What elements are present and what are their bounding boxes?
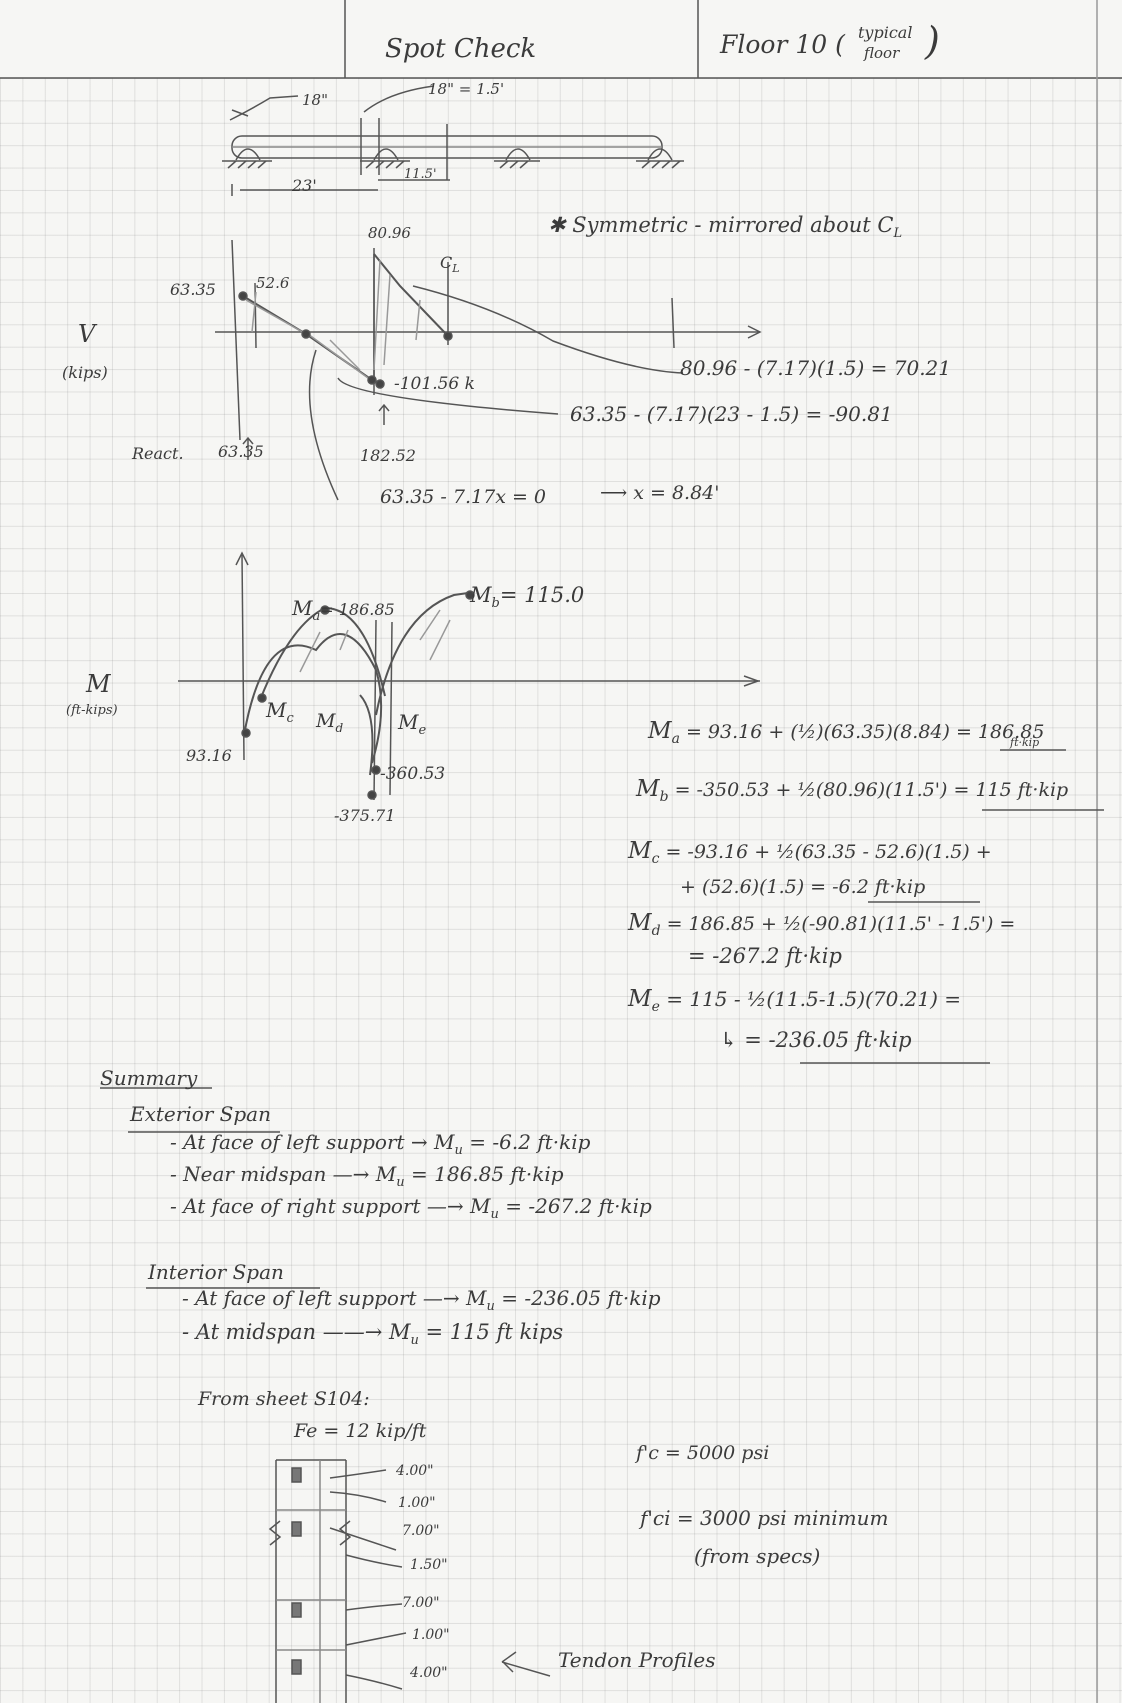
beam-sketch [222, 85, 684, 196]
moment-axis-label: M [86, 670, 111, 698]
shear-calc-3-result: ⟶x = 8.84' [600, 482, 720, 504]
moment-diagram [178, 551, 761, 801]
shear-diagram [215, 239, 762, 501]
interior-item-1: - At face of left support —→ Mu = -236.0… [182, 1286, 661, 1314]
shear-val-63-35: 63.35 [170, 280, 216, 299]
moment-axis-units: (ft-kips) [66, 703, 118, 718]
from-sheet: From sheet S104: [198, 1388, 370, 1410]
shear-val-neg-101: -101.56 k [394, 374, 475, 394]
header-floor-close: ) [925, 19, 940, 63]
dim-support-width: 18" [302, 91, 328, 109]
calc-mb: Mb = -350.53 + ½(80.96)(11.5') = 115 ft·… [636, 776, 1069, 805]
graph-paper-grid [0, 78, 1122, 1703]
tendon-dim-5: 7.00" [402, 1595, 440, 1611]
tendon-dim-7: 4.00" [410, 1665, 448, 1681]
calc-ma-unit: ft·kip [1010, 736, 1040, 749]
interior-item-2: - At midspan ——→ Mu = 115 ft kips [182, 1320, 564, 1349]
summary-title: Summary [100, 1066, 198, 1090]
react-label: React. [132, 444, 184, 463]
centerline-label: CL [440, 253, 460, 276]
tendon-profiles-label: Tendon Profiles [558, 1648, 716, 1672]
moment-mc-label: Mc [266, 698, 294, 726]
calc-md-2: = -267.2 ft·kip [688, 944, 842, 968]
tendon-dim-1: 4.00" [396, 1463, 434, 1479]
react-value-1: 63.35 [218, 442, 264, 461]
tendon-dim-6: 1.00" [412, 1627, 450, 1643]
calc-me-2: ↳ = -236.05 ft·kip [720, 1028, 912, 1052]
calc-mc-1: Mc = -93.16 + ½(63.35 - 52.6)(1.5) + [628, 838, 992, 867]
exterior-item-3: - At face of right support —→ Mu = -267.… [170, 1194, 652, 1222]
shear-calc-2: 63.35 - (7.17)(23 - 1.5) = -90.81 [570, 402, 893, 426]
calc-ma: Ma = 93.16 + (½)(63.35)(8.84) = 186.85 [648, 718, 1045, 747]
span-exterior: 23' [292, 176, 317, 195]
header-floor-note-2: floor [864, 44, 900, 62]
moment-val-375-71: -375.71 [334, 806, 396, 825]
tendon-dim-2: 1.00" [398, 1495, 436, 1511]
calc-md-1: Md = 186.85 + ½(-90.81)(11.5' - 1.5') = [628, 910, 1016, 939]
shear-axis-units: (kips) [62, 363, 108, 382]
exterior-item-2: - Near midspan —→ Mu = 186.85 ft·kip [170, 1162, 564, 1190]
moment-val-360-53: -360.53 [380, 764, 446, 784]
exterior-span-title: Exterior Span [130, 1102, 271, 1126]
calc-mc-2: + (52.6)(1.5) = -6.2 ft·kip [680, 876, 926, 898]
fci-note: (from specs) [694, 1544, 821, 1568]
fci-spec: f'ci = 3000 psi minimum [640, 1506, 889, 1530]
fe-value: Fe = 12 kip/ft [294, 1420, 427, 1442]
fc-spec: f'c = 5000 psi [636, 1442, 770, 1464]
calc-me-1: Me = 115 - ½(11.5-1.5)(70.21) = [628, 986, 962, 1015]
moment-mb-label: Mb= 115.0 [470, 583, 585, 612]
tendon-section [268, 1459, 551, 1703]
header-title: Spot Check [385, 34, 537, 64]
shear-axis-label: V [78, 320, 96, 348]
moment-ma-label: Ma= 186.85 [292, 596, 395, 624]
moment-val-93-16: 93.16 [186, 746, 232, 765]
moment-me-label: Me [398, 710, 427, 738]
shear-calc-1: 80.96 - (7.17)(1.5) = 70.21 [680, 356, 952, 380]
interior-span-title: Interior Span [148, 1260, 284, 1284]
tendon-dim-4: 1.50" [410, 1557, 448, 1573]
shear-val-80-96: 80.96 [368, 224, 411, 242]
span-interior-half: 11.5' [404, 167, 437, 182]
react-value-2: 182.52 [360, 446, 416, 465]
exterior-item-1: - At face of left support → Mu = -6.2 ft… [170, 1130, 591, 1158]
header-floor-note-1: typical [858, 23, 913, 42]
symmetric-note: ✱ Symmetric - mirrored about CL [548, 213, 903, 242]
shear-calc-3: 63.35 - 7.17x = 0 [380, 486, 546, 508]
tendon-dim-3: 7.00" [402, 1523, 440, 1539]
header-floor: Floor 10 ( [720, 30, 845, 59]
moment-md-label: Md [316, 710, 344, 735]
dim-support-width-2: 18" = 1.5' [428, 80, 505, 98]
shear-val-52-6: 52.6 [256, 274, 290, 292]
